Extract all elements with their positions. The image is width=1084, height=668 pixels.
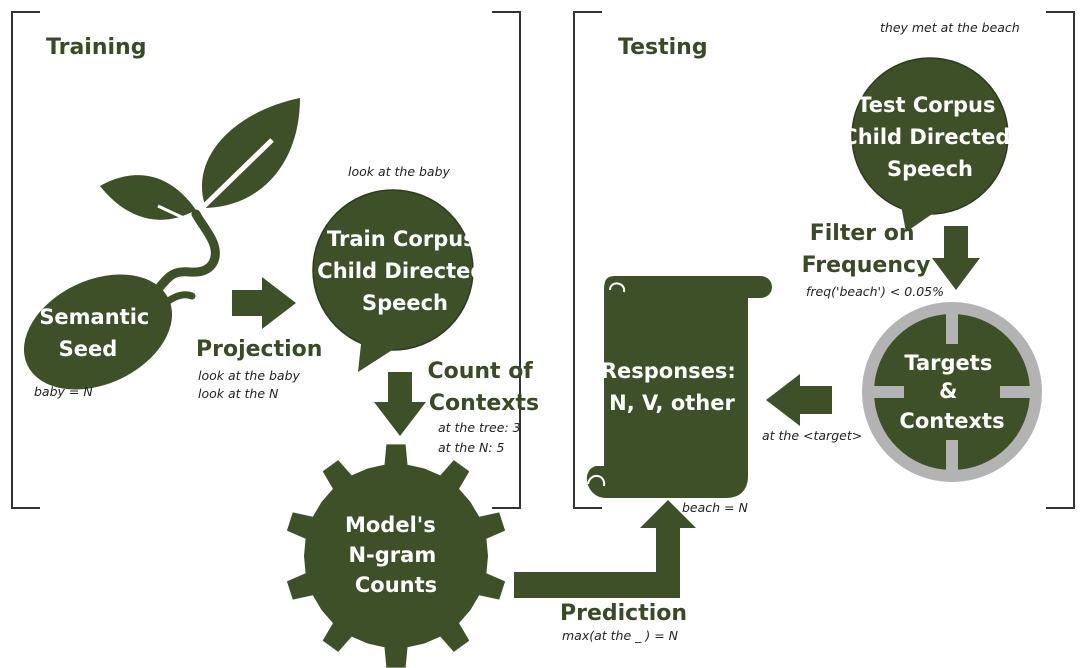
semantic-seed-label: Semantic Seed [39,305,156,361]
seed-note: baby = N [34,384,93,399]
prediction-label: Prediction [560,601,687,626]
test-corpus-label: Test Corpus Child Directed Speech [842,93,1017,181]
training-title: Training [46,35,146,60]
targets-to-responses-arrow [766,374,832,426]
model-counts-label: Model's N-gram Counts [345,513,444,597]
projection-note-2: look at the N [198,386,279,401]
train-corpus-caption: look at the baby [348,164,451,179]
training-bracket-right [492,11,521,509]
train-corpus-bubble [312,189,474,372]
filter-label: Filter on Frequency [802,221,931,278]
targets-note: at the <target> [762,428,862,443]
crosshair-icon [862,302,1042,482]
scroll-icon [586,276,772,498]
training-bracket-left [11,11,40,509]
testing-bracket-left [573,11,602,509]
projection-note-1: look at the baby [198,368,301,383]
responses-note: beach = N [682,500,749,515]
filter-note: freq('beach') < 0.05% [806,284,944,299]
test-corpus-caption: they met at the beach [880,20,1020,35]
responses-label: Responses: N, V, other [601,359,743,415]
seedling-icon [100,98,300,312]
projection-arrow [232,277,296,329]
prediction-arrow [514,500,696,598]
gear-icon [286,444,506,668]
filter-arrow [932,226,980,290]
train-corpus-label: Train Corpus Child Directed Speech [317,227,492,315]
testing-bracket-right [1046,11,1075,509]
prediction-note: max(at the _ ) = N [562,628,679,643]
test-corpus-bubble [851,57,1009,232]
testing-title: Testing [618,35,708,60]
count-note-1: at the tree: 3 [438,420,521,435]
count-note-2: at the N: 5 [438,440,505,455]
projection-label: Projection [196,337,322,362]
targets-label: Targets & Contexts [899,351,1004,433]
count-contexts-arrow [374,372,426,436]
semantic-seed-shape [23,274,173,390]
count-contexts-label: Count of Contexts [427,359,540,416]
